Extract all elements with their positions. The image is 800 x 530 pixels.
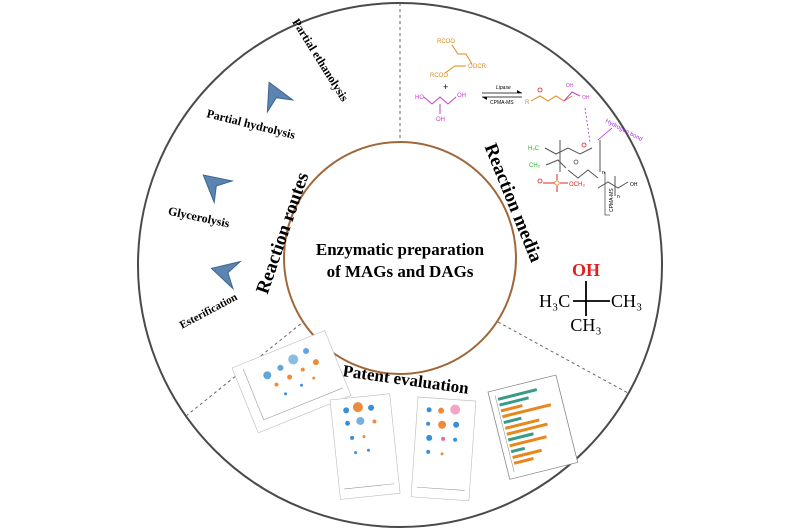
- reactant-rcoo-mid: RCOO: [430, 73, 448, 79]
- polymer-n-1: n: [602, 170, 605, 176]
- center-title-line2: of MAGs and DAGs: [327, 262, 474, 281]
- bracket-cpma-label: CPMA-MS: [609, 188, 615, 212]
- support-label: CPMA-MS: [490, 100, 514, 106]
- tert-butanol-structure: OH H₃C CH₃ CH₃: [539, 260, 642, 335]
- route-arrow-2: [202, 174, 235, 205]
- polymer-oh-lower: OH: [630, 182, 638, 188]
- patent-panel-4: [487, 374, 579, 480]
- patent-panel-1: [231, 330, 352, 434]
- glycerol-oh-bottom: OH: [436, 117, 445, 123]
- route-arrow-3: [266, 81, 295, 114]
- patent-panel-3: [410, 396, 477, 502]
- sulfonate-och3: OCH₃: [569, 182, 585, 188]
- divider-lower-left: [185, 321, 304, 417]
- route-arrow-1: [210, 260, 242, 291]
- polymer-h3c: H₃C: [528, 146, 540, 152]
- glycerol-oh-right: OH: [457, 93, 466, 99]
- polymer-ch2: CH₂: [529, 163, 541, 169]
- tbuoh-ch3-right: CH₃: [611, 291, 642, 311]
- polymer-n-2: n: [617, 194, 620, 200]
- center-title-line1: Enzymatic preparation: [316, 240, 485, 259]
- tbuoh-oh: OH: [572, 260, 600, 280]
- tbuoh-ch3-bottom: CH₃: [570, 315, 601, 335]
- center-circle: [283, 141, 517, 375]
- product-oh-top: OH: [566, 83, 574, 89]
- tbuoh-h3c: H₃C: [539, 291, 570, 311]
- product-acyl-r: R: [525, 100, 530, 106]
- patent-panel-2: [329, 393, 401, 500]
- product-oh-right: OH: [582, 95, 590, 101]
- enzyme-label: Lipase: [496, 85, 511, 91]
- plus-sign: +: [443, 82, 448, 92]
- divider-lower-right: [497, 321, 629, 394]
- reactant-oocr: OOCR: [468, 64, 487, 70]
- glycerol-ho: HO: [415, 95, 424, 101]
- reactant-rcoo-top: RCOO: [437, 39, 455, 45]
